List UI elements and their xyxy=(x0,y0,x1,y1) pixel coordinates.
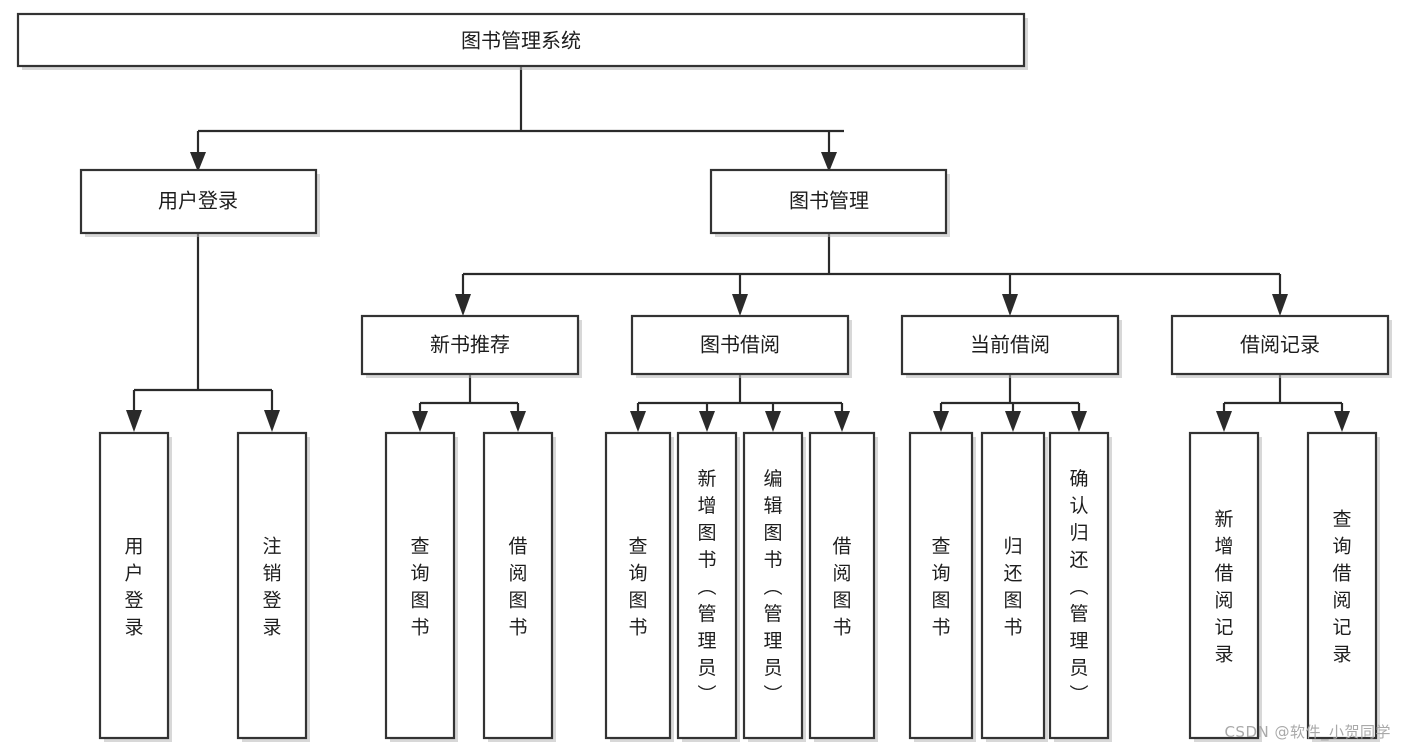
node-leaf-edit-book-admin-label: 编辑图书︵管理员︶ xyxy=(763,468,782,706)
node-leaf-confirm-return-label: 确认归还︵管理员︶ xyxy=(1069,468,1088,706)
node-leaf-query-borrow-rec-label: 查询借阅记录 xyxy=(1332,509,1351,666)
node-root[interactable]: 图书管理系统 xyxy=(16,12,1028,70)
node-leaf-borrow-book-2[interactable]: 借阅图书 xyxy=(808,431,878,742)
node-borrow-record-label: 借阅记录 xyxy=(1240,333,1320,357)
connector-bookmgmt-to-level3 xyxy=(455,233,1288,316)
node-user-login[interactable]: 用户登录 xyxy=(79,168,320,237)
node-leaf-query-book-2-label: 查询图书 xyxy=(628,536,647,639)
node-leaf-logout[interactable]: 注销登录 xyxy=(236,431,310,742)
connector-newbook-to-leaves xyxy=(412,374,526,432)
connector-root-to-level2 xyxy=(190,66,844,172)
node-book-borrow[interactable]: 图书借阅 xyxy=(630,314,852,378)
node-new-book-recommend-label: 新书推荐 xyxy=(430,333,510,357)
connector-layer xyxy=(126,66,1350,432)
node-root-label: 图书管理系统 xyxy=(461,29,581,53)
node-leaf-borrow-book-2-label: 借阅图书 xyxy=(832,536,851,639)
connector-borrowrecord-to-leaves xyxy=(1216,374,1350,432)
node-leaf-add-book-admin-label: 新增图书︵管理员︶ xyxy=(697,468,716,706)
node-leaf-add-book-admin[interactable]: 新增图书︵管理员︶ xyxy=(676,431,740,742)
node-current-borrow[interactable]: 当前借阅 xyxy=(900,314,1122,378)
node-current-borrow-label: 当前借阅 xyxy=(970,333,1050,357)
node-leaf-query-book-2[interactable]: 查询图书 xyxy=(604,431,674,742)
node-leaf-edit-book-admin[interactable]: 编辑图书︵管理员︶ xyxy=(742,431,806,742)
node-leaf-borrow-book-1-label: 借阅图书 xyxy=(508,536,527,639)
node-book-mgmt-label: 图书管理 xyxy=(789,189,869,213)
csdn-watermark: CSDN @软件_小贺同学 xyxy=(1224,723,1391,741)
node-borrow-record[interactable]: 借阅记录 xyxy=(1170,314,1392,378)
node-leaf-query-borrow-rec[interactable]: 查询借阅记录 xyxy=(1306,431,1380,742)
leaf-node-layer: 用户登录 注销登录 查询图书 借阅图书 查询图书 新增图书︵管理员︶ 编辑图书︵管理员︶ 借阅… xyxy=(98,431,1380,742)
node-book-mgmt[interactable]: 图书管理 xyxy=(709,168,950,237)
node-leaf-add-borrow-rec[interactable]: 新增借阅记录 xyxy=(1188,431,1262,742)
connector-currentborrow-to-leaves xyxy=(933,374,1087,432)
node-new-book-recommend[interactable]: 新书推荐 xyxy=(360,314,582,378)
node-leaf-user-login[interactable]: 用户登录 xyxy=(98,431,172,742)
node-leaf-add-borrow-rec-label: 新增借阅记录 xyxy=(1214,509,1233,666)
node-leaf-return-book[interactable]: 归还图书 xyxy=(980,431,1048,742)
node-leaf-query-book-1-label: 查询图书 xyxy=(410,536,429,639)
node-book-borrow-label: 图书借阅 xyxy=(700,333,780,357)
node-leaf-borrow-book-1[interactable]: 借阅图书 xyxy=(482,431,556,742)
node-leaf-user-login-label: 用户登录 xyxy=(124,536,143,639)
connector-bookborrow-to-leaves xyxy=(630,374,850,432)
node-user-login-label: 用户登录 xyxy=(158,189,238,213)
node-leaf-query-book-3[interactable]: 查询图书 xyxy=(908,431,976,742)
node-leaf-query-book-3-label: 查询图书 xyxy=(931,536,950,639)
node-leaf-query-book-1[interactable]: 查询图书 xyxy=(384,431,458,742)
node-leaf-logout-label: 注销登录 xyxy=(262,536,281,639)
connector-userlogin-to-leaves xyxy=(126,233,280,432)
node-leaf-confirm-return[interactable]: 确认归还︵管理员︶ xyxy=(1048,431,1112,742)
node-leaf-return-book-label: 归还图书 xyxy=(1003,536,1022,639)
